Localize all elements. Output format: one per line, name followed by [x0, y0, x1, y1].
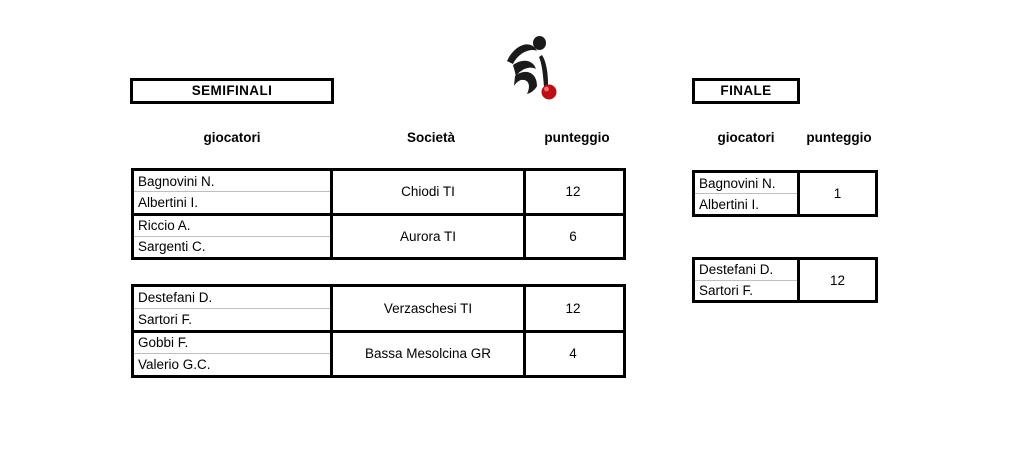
table-row: Riccio A. Sargenti C. Aurora TI 6 — [134, 215, 623, 257]
club-cell: Verzaschesi TI — [333, 287, 526, 330]
finale-header-giocatori: giocatori — [717, 130, 775, 145]
semifinali-header-giocatori: giocatori — [203, 130, 261, 145]
table-row: Gobbi F. Valerio G.C. Bassa Mesolcina GR… — [134, 332, 623, 375]
score-cell: 12 — [565, 184, 581, 200]
player-name: Bagnovini N. — [134, 171, 330, 193]
semifinal-match-2-table: Destefani D. Sartori F. Verzaschesi TI 1… — [131, 284, 626, 378]
player-name: Destefani D. — [134, 287, 330, 309]
players-cell: Destefani D. Sartori F. — [695, 260, 800, 300]
club-cell: Aurora TI — [333, 215, 526, 257]
player-name: Sargenti C. — [138, 239, 206, 255]
player-name: Sartori F. — [699, 282, 754, 298]
player-name: Albertini I. — [699, 196, 760, 212]
semifinali-title-box: SEMIFINALI — [130, 78, 334, 104]
finale-header-punteggio: punteggio — [806, 130, 872, 145]
player-name: Bagnovini N. — [695, 173, 797, 194]
bocce-player-logo — [501, 24, 569, 104]
player-name: Riccio A. — [134, 216, 330, 237]
players-cell: Bagnovini N. Albertini I. — [134, 171, 333, 213]
players-cell: Gobbi F. Valerio G.C. — [134, 332, 333, 375]
club-cell: Bassa Mesolcina GR — [333, 332, 526, 375]
table-row: Bagnovini N. Albertini I. 1 — [695, 173, 875, 214]
players-cell: Riccio A. Sargenti C. — [134, 215, 333, 257]
score-cell: 4 — [569, 346, 577, 362]
player-name: Albertini I. — [138, 194, 199, 210]
semifinali-title-label: SEMIFINALI — [191, 83, 273, 98]
table-row: Destefani D. Sartori F. 12 — [695, 260, 875, 300]
finale-title-box: FINALE — [692, 78, 800, 104]
score-cell: 12 — [565, 300, 581, 316]
player-name: Sartori F. — [138, 311, 193, 327]
table-row: Bagnovini N. Albertini I. Chiodi TI 12 — [134, 171, 623, 216]
club-cell: Chiodi TI — [333, 171, 526, 213]
semifinali-header-punteggio: punteggio — [544, 130, 610, 145]
finale-team-1-table: Bagnovini N. Albertini I. 1 — [692, 170, 878, 217]
score-cell: 1 — [833, 186, 842, 201]
score-cell: 6 — [569, 228, 577, 244]
player-name: Valerio G.C. — [138, 357, 211, 373]
semifinali-header-societa: Società — [406, 130, 456, 145]
score-cell: 12 — [829, 272, 846, 288]
table-row: Destefani D. Sartori F. Verzaschesi TI 1… — [134, 287, 623, 333]
players-cell: Destefani D. Sartori F. — [134, 287, 333, 330]
finale-title-label: FINALE — [720, 83, 772, 98]
players-cell: Bagnovini N. Albertini I. — [695, 173, 800, 214]
player-name: Gobbi F. — [134, 333, 330, 355]
semifinal-match-1-table: Bagnovini N. Albertini I. Chiodi TI 12 R… — [131, 168, 626, 260]
player-name: Destefani D. — [695, 260, 797, 281]
finale-team-2-table: Destefani D. Sartori F. 12 — [692, 257, 878, 303]
